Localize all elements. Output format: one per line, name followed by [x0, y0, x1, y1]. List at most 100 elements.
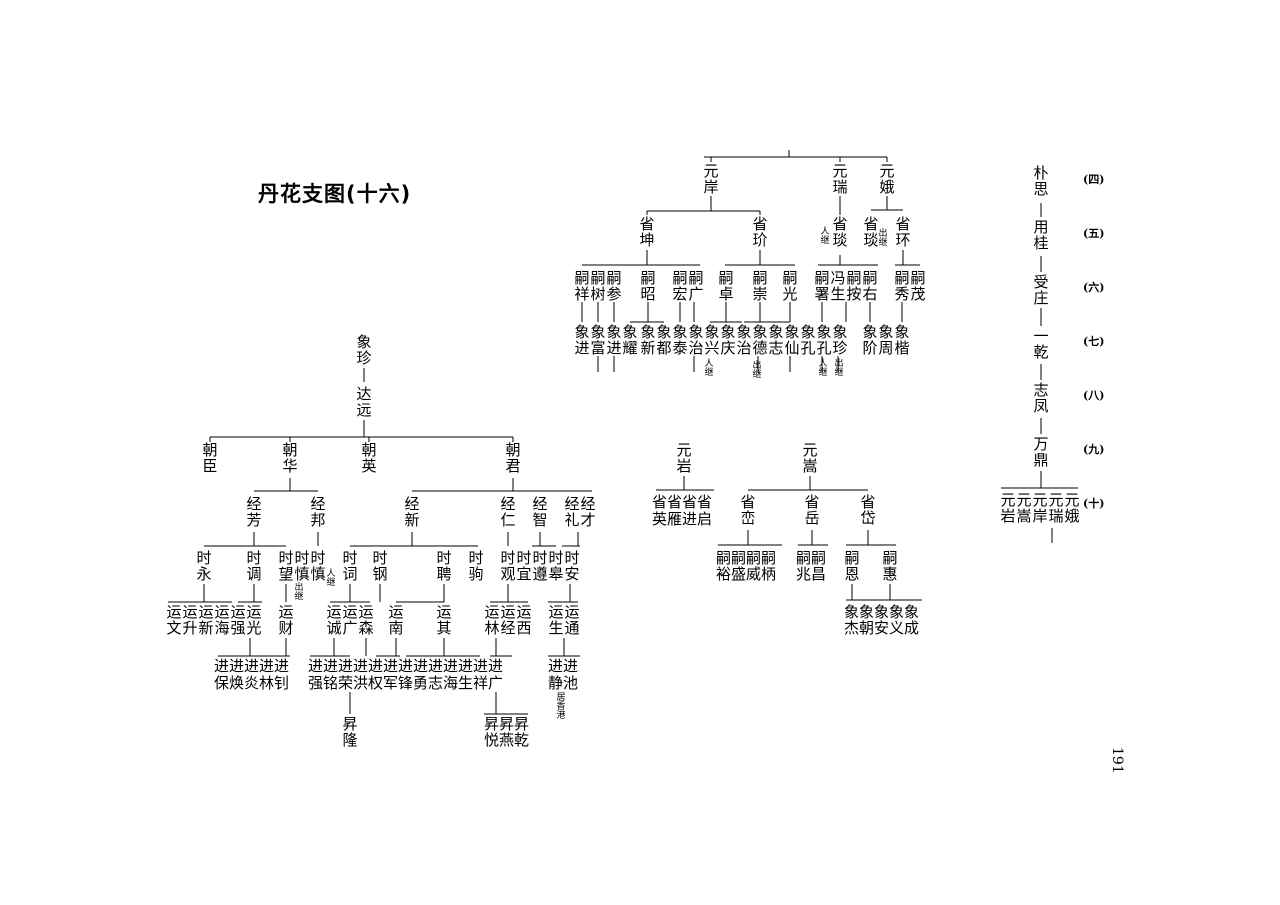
person-name: 受庄 — [1033, 273, 1049, 307]
generation-row: 兆昌 — [796, 565, 827, 583]
person-name: 经智 — [532, 495, 548, 529]
adoption-note: 人继 — [326, 569, 336, 588]
person-name: 运经 — [500, 603, 516, 637]
person-name: 用桂 — [1033, 218, 1049, 252]
person-name: 元嵩 — [1016, 491, 1032, 525]
person-name: 象泰 — [672, 323, 688, 357]
adoption-note: 出继 — [834, 359, 844, 378]
person-name: 运诚 — [326, 603, 342, 637]
person-name: 朝英 — [361, 441, 377, 475]
person-name: 省岱 — [860, 493, 876, 527]
generation-row: 悦燕乾 — [484, 731, 530, 749]
person-name: 达远 — [356, 385, 372, 419]
generation-row: 象象象象象 — [844, 603, 920, 621]
person-name: 元岩 — [676, 441, 692, 475]
person-name: 象孔 — [816, 323, 832, 357]
person-name: 冯生 — [830, 269, 846, 303]
person-name: 省岳 — [804, 493, 820, 527]
person-name: 嗣树 — [590, 269, 606, 303]
person-name: 象富 — [590, 323, 606, 357]
person-name: 象耀 — [622, 323, 638, 357]
person-name: 运海 — [214, 603, 230, 637]
person-name: 时皋 — [548, 549, 564, 583]
generation-marker: (九) — [1083, 443, 1105, 456]
person-name: 嗣恩 — [844, 549, 860, 583]
person-name: 嗣秀 — [894, 269, 910, 303]
person-name: 元岸 — [703, 162, 719, 196]
person-name: 象庆 — [720, 323, 736, 357]
person-name: 朝君 — [505, 441, 521, 475]
page-title: 丹花支图(十六) — [258, 182, 412, 206]
generation-row: 杰朝安义成 — [844, 619, 920, 637]
person-name: 时词 — [342, 549, 358, 583]
person-name: 时慎 — [294, 549, 310, 583]
adoption-note: 人继 — [818, 359, 828, 378]
person-name: 运森 — [358, 603, 374, 637]
person-name: 嗣参 — [606, 269, 622, 303]
person-name: 嗣茂 — [910, 269, 926, 303]
person-name: 省琰 — [832, 215, 848, 249]
person-name: 嗣署 — [814, 269, 830, 303]
person-name: 元瑞 — [1048, 491, 1064, 525]
person-name: 经邦 — [310, 495, 326, 529]
person-name: 象治 — [736, 323, 752, 357]
person-name: 嗣宏 — [672, 269, 688, 303]
residence-note: 居香港 — [556, 693, 566, 721]
generation-marker: (五) — [1083, 227, 1105, 240]
person-name: 象进 — [574, 323, 590, 357]
person-name: 志凤 — [1033, 381, 1049, 415]
person-name: 运新 — [198, 603, 214, 637]
person-name: 象仙 — [784, 323, 800, 357]
person-name: 嗣惠 — [882, 549, 898, 583]
person-name: 元瑞 — [832, 162, 848, 196]
person-name: 省玠 — [752, 215, 768, 249]
person-name: 元娥 — [1064, 491, 1080, 525]
person-name: 省坤 — [639, 215, 655, 249]
person-name: 元岩 — [1000, 491, 1016, 525]
person-name: 时安 — [564, 549, 580, 583]
generation-marker: (四) — [1083, 173, 1105, 186]
person-name: 象珍 — [832, 323, 848, 357]
person-name: 省峦 — [740, 493, 756, 527]
generation-row: 昇昇昇 — [484, 715, 530, 733]
person-name: 省琰 — [863, 215, 879, 249]
person-name: 经芳 — [246, 495, 262, 529]
person-name: 运文 — [166, 603, 182, 637]
generation-row: 嗣嗣 — [796, 549, 827, 567]
adoption-note: 人继 — [704, 359, 714, 378]
person-name: 嗣广 — [688, 269, 704, 303]
person-name: 象进 — [606, 323, 622, 357]
generation-marker: (六) — [1083, 281, 1105, 294]
person-name: 象治 — [688, 323, 704, 357]
person-name: 运财 — [278, 603, 294, 637]
person-name: 象珍 — [356, 333, 372, 367]
person-name: 象德 — [752, 323, 768, 357]
person-name: 元嵩 — [802, 441, 818, 475]
person-name: 运南 — [388, 603, 404, 637]
person-name: 省环 — [895, 215, 911, 249]
person-name: 嗣光 — [782, 269, 798, 303]
person-name: 嗣崇 — [752, 269, 768, 303]
person-name: 运光 — [246, 603, 262, 637]
person-name: 时宜 — [516, 549, 532, 583]
person-name: 象都 — [656, 323, 672, 357]
person-name: 象阶 — [862, 323, 878, 357]
person-name: 嗣右 — [862, 269, 878, 303]
generation-row: 进进 — [548, 657, 579, 675]
person-name: 朴思 — [1033, 164, 1049, 198]
person-name: 象志 — [768, 323, 784, 357]
generation-marker: (八) — [1083, 389, 1105, 402]
person-name: 象周 — [878, 323, 894, 357]
person-name: 象孔 — [800, 323, 816, 357]
generation-row: 保焕炎林钊 — [214, 674, 290, 692]
person-name: 象新 — [640, 323, 656, 357]
adoption-note: 出继 — [294, 583, 304, 602]
person-name: 经仁 — [500, 495, 516, 529]
generation-row: 静池 — [548, 674, 579, 692]
person-name: 元娥 — [879, 162, 895, 196]
person-name: 元岸 — [1032, 491, 1048, 525]
person-name: 运生 — [548, 603, 564, 637]
adoption-note: 出继 — [752, 361, 762, 380]
generation-row: 强铭荣洪权军锋勇志海生祥广 — [308, 674, 504, 692]
